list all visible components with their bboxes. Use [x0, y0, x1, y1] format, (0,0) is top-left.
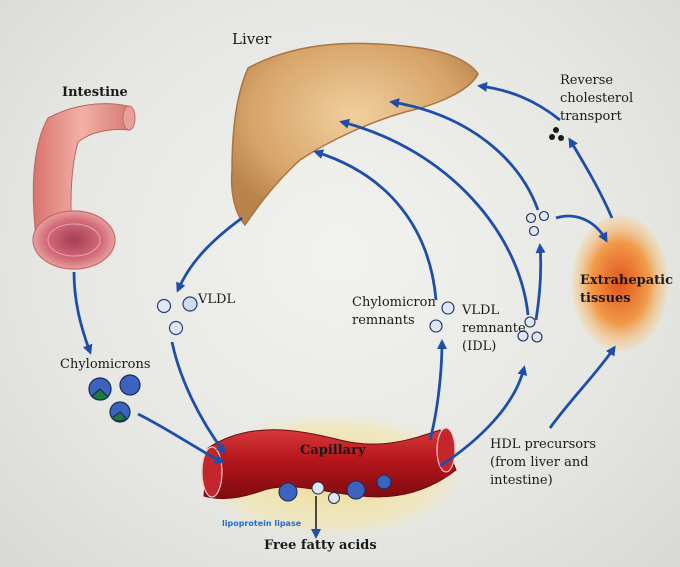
arrow-reverse-transport-to-liver: [477, 81, 561, 122]
idl-particles: [517, 316, 543, 343]
arrow-vldl-to-capillary: [170, 341, 226, 455]
liver-shape: [230, 42, 479, 227]
liver-label: Liver: [232, 30, 272, 48]
arrow-hdl-to-tissue: [555, 214, 608, 243]
intestine-shape: [32, 103, 136, 270]
arrow-capillary-to-idl: [439, 365, 528, 468]
reverse-transport-particles: [549, 127, 564, 141]
chylomicron-remnants-label: Chylomicron remnants: [352, 295, 436, 328]
vldl-particles: [156, 296, 198, 336]
capillary-vessel: [203, 429, 457, 500]
pathway-arrows: [72, 81, 616, 539]
capillary-particles: [278, 474, 392, 504]
arrow-idl-to-liver: [339, 118, 530, 316]
chylomicrons-label: Chylomicrons: [60, 357, 151, 372]
chylomicron-particles: [88, 374, 141, 423]
chylomicron-remnant-particles: [429, 301, 455, 333]
arrow-chylomicron-remnants-to-liver: [313, 149, 438, 301]
arrow-idl-to-hdl-cluster: [534, 243, 546, 321]
arrow-chylomicrons-to-capillary: [137, 412, 225, 464]
free-fatty-acids-label: Free fatty acids: [264, 538, 377, 553]
extrahepatic-tissues-label: Extrahepatic tissues: [580, 273, 674, 306]
extrahepatic-tissue-shape: [572, 215, 668, 351]
hdl-precursors-label: HDL precursors (from liver and intestine…: [490, 437, 597, 488]
hdl-particles: [525, 210, 550, 237]
arrow-hdl-cluster-to-liver: [389, 98, 540, 211]
arrow-tissue-to-reverse-transport: [568, 137, 614, 219]
reverse-transport-label: Reverse cholesterol transport: [560, 73, 634, 124]
arrow-liver-to-vldl: [176, 216, 243, 293]
vldl-label: VLDL: [198, 292, 236, 307]
arrow-capillary-to-chylomicron-remnants: [428, 339, 447, 441]
intestine-label: Intestine: [62, 85, 128, 100]
capillary-label: Capillary: [300, 443, 366, 458]
arrow-intestine-to-chylomicrons: [72, 271, 93, 355]
lipoprotein-lipase-label: lipoprotein lipase: [222, 519, 302, 528]
arrow-hdl-precursors-to-tissue: [548, 345, 616, 429]
vldl-remnant-label: VLDL remnante (IDL): [462, 303, 526, 354]
